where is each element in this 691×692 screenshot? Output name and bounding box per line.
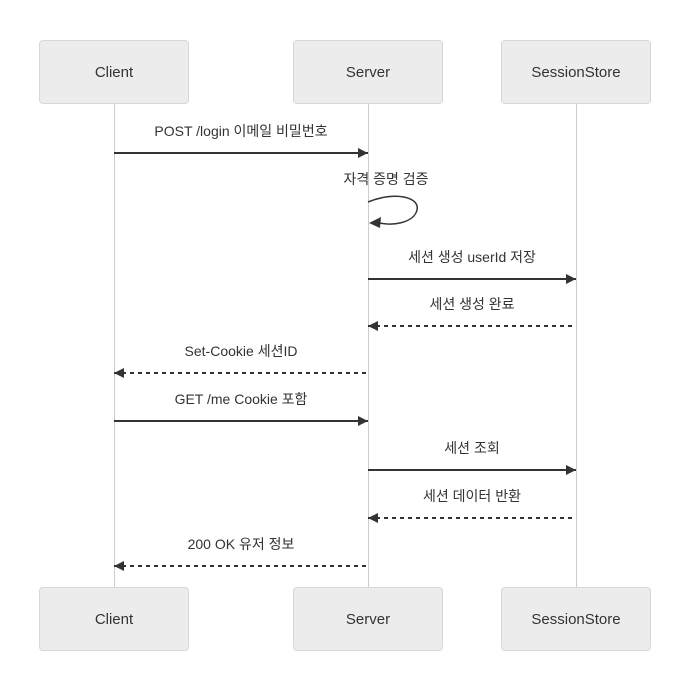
actor-box-client-bottom: Client (39, 587, 189, 651)
self-loop-arrow (367, 195, 418, 228)
lifeline-sessionstore (576, 104, 577, 587)
message-label-0: POST /login 이메일 비밀번호 (154, 123, 328, 139)
actor-box-server-top: Server (293, 40, 443, 104)
message-label-1: 자격 증명 검증 (343, 171, 429, 187)
message-label-6: 세션 조회 (444, 440, 500, 456)
message-line-5 (114, 420, 368, 422)
message-label-5: GET /me Cookie 포함 (174, 391, 308, 407)
message-arrowhead-icon-2 (566, 274, 576, 284)
message-arrowhead-icon-8 (114, 561, 124, 571)
self-loop-arrowhead-icon (369, 217, 381, 228)
message-line-8 (114, 565, 368, 567)
message-arrowhead-icon-5 (358, 416, 368, 426)
message-line-2 (368, 278, 576, 280)
message-line-0 (114, 152, 368, 154)
lifeline-server (368, 104, 369, 587)
message-line-3 (368, 325, 576, 327)
message-arrowhead-icon-7 (368, 513, 378, 523)
message-label-2: 세션 생성 userId 저장 (408, 249, 536, 265)
message-arrowhead-icon-6 (566, 465, 576, 475)
actor-box-sessionstore-top: SessionStore (501, 40, 651, 104)
lifeline-client (114, 104, 115, 587)
message-line-7 (368, 517, 576, 519)
actor-box-client-top: Client (39, 40, 189, 104)
message-label-8: 200 OK 유저 정보 (187, 536, 295, 552)
actor-box-server-bottom: Server (293, 587, 443, 651)
message-line-4 (114, 372, 368, 374)
message-arrowhead-icon-0 (358, 148, 368, 158)
actor-box-sessionstore-bottom: SessionStore (501, 587, 651, 651)
message-arrowhead-icon-3 (368, 321, 378, 331)
message-label-4: Set-Cookie 세션ID (184, 343, 298, 359)
message-arrowhead-icon-4 (114, 368, 124, 378)
message-label-3: 세션 생성 완료 (429, 296, 515, 312)
message-line-6 (368, 469, 576, 471)
message-label-7: 세션 데이터 반환 (423, 488, 521, 504)
